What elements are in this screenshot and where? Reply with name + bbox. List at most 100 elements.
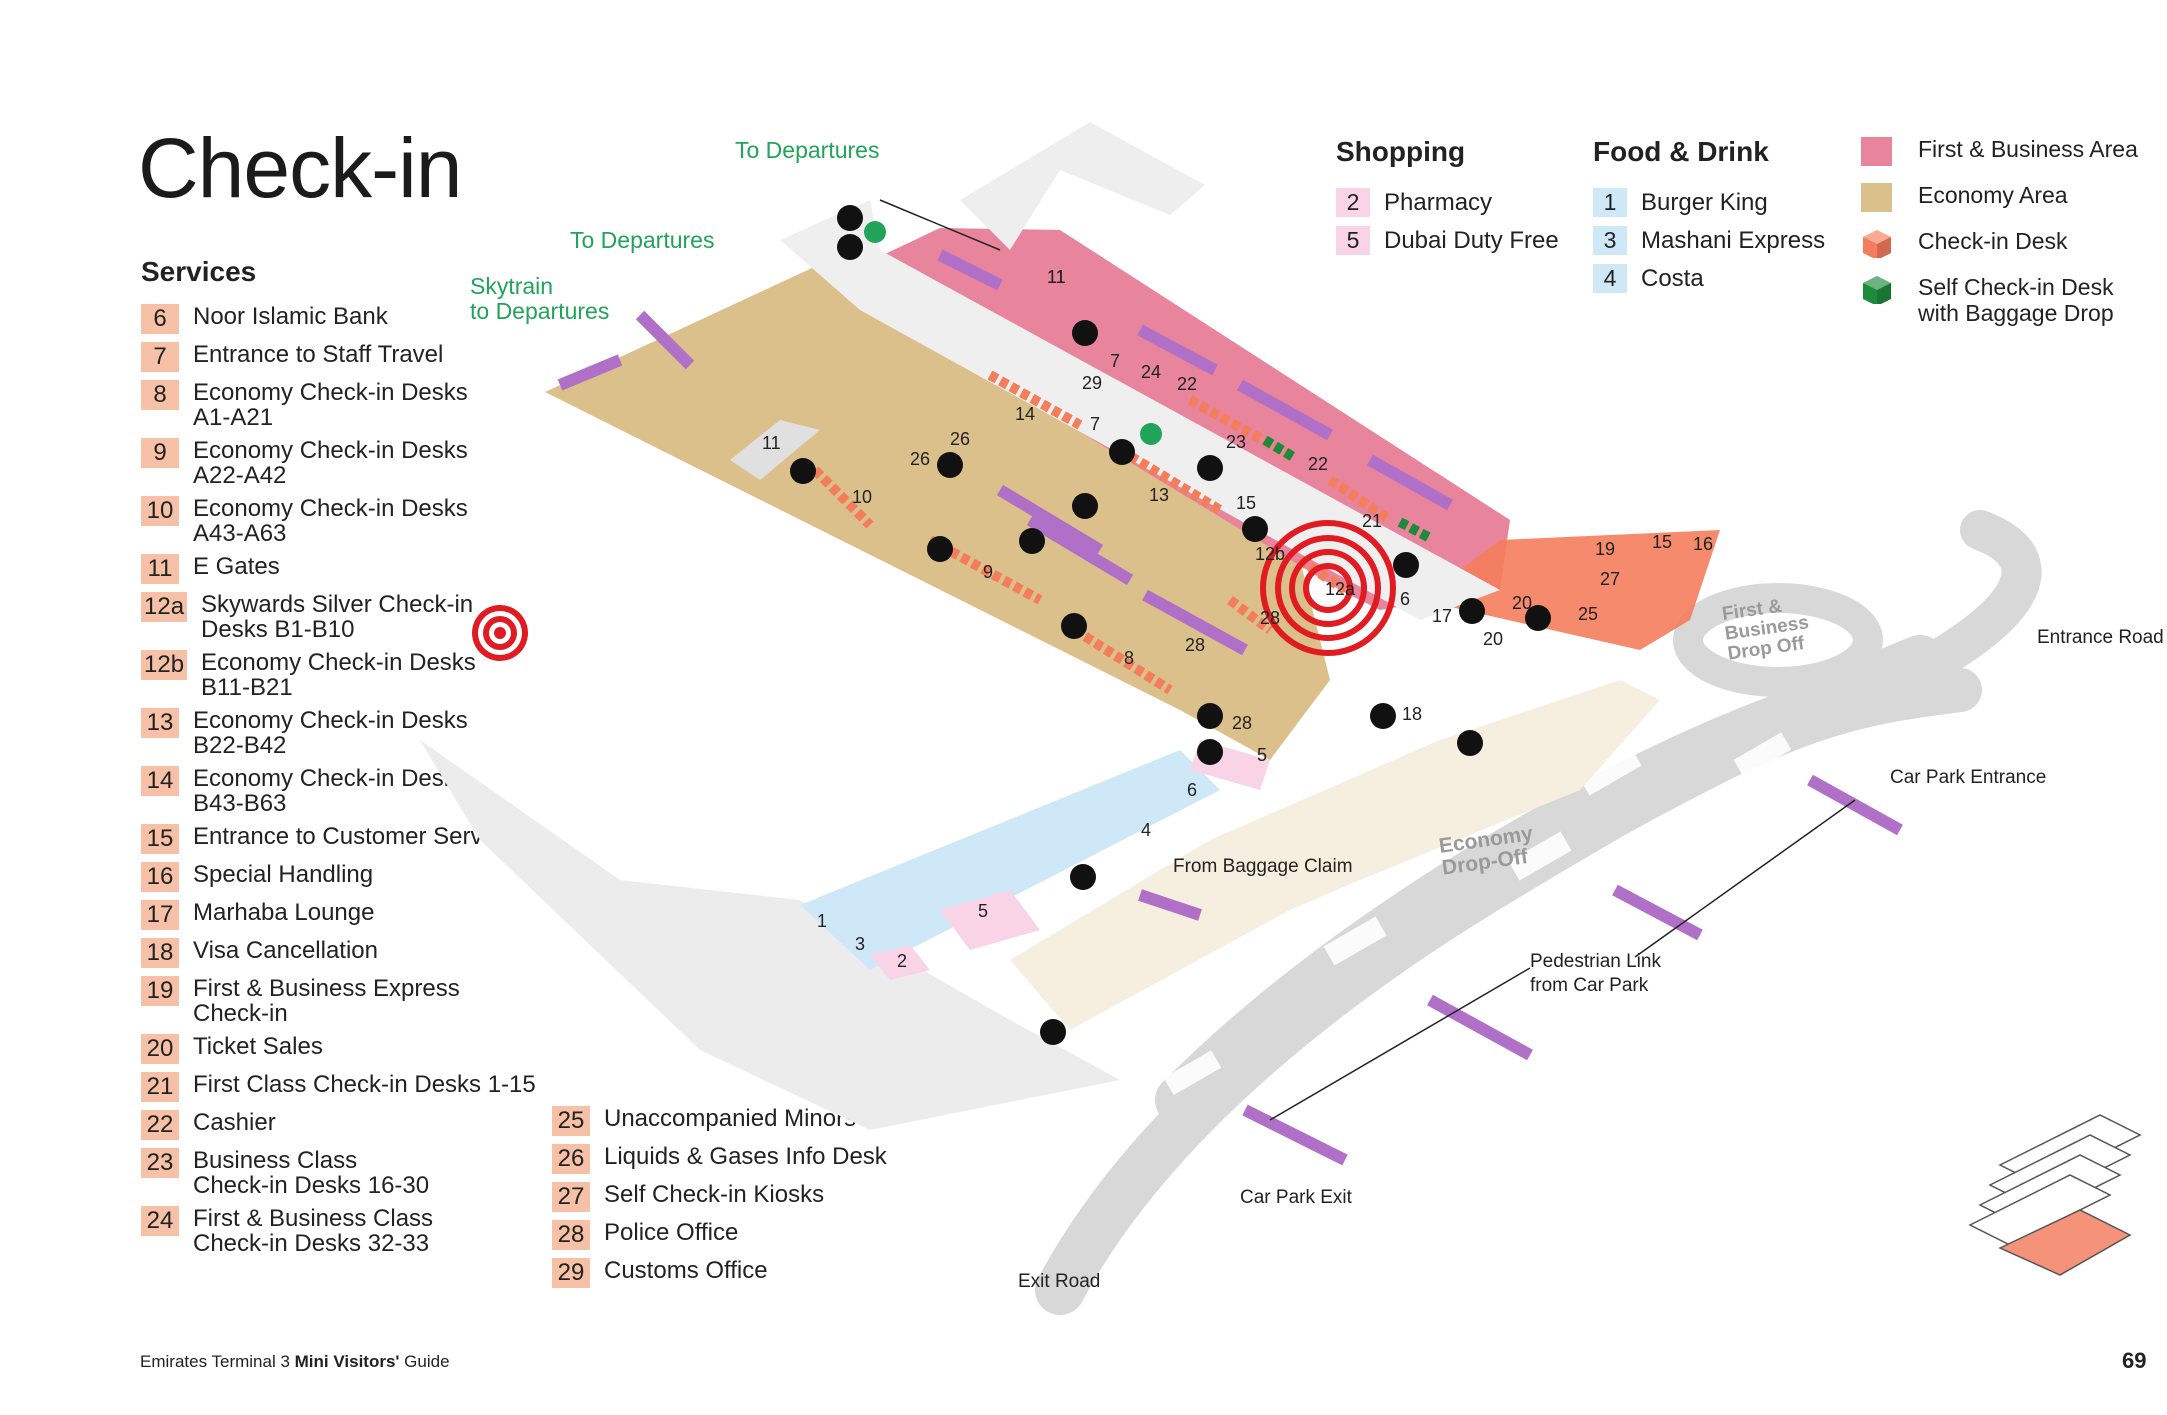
service-number: 11 xyxy=(141,554,179,584)
service-label: Cashier xyxy=(193,1109,276,1136)
map-location-number: 17 xyxy=(1432,606,1452,626)
entrance-road-label: Entrance Road xyxy=(2037,627,2164,648)
service-label: Police Office xyxy=(604,1219,739,1246)
map-location-number: 14 xyxy=(1015,404,1035,424)
service-number: 18 xyxy=(141,938,179,968)
map-location-number: 20 xyxy=(1512,593,1532,613)
map-location-number: 5 xyxy=(1257,745,1267,765)
service-item: 16 Special Handling xyxy=(141,862,561,892)
fb-drop-text: First &BusinessDrop Off xyxy=(1721,592,1813,664)
green-icons xyxy=(864,221,1162,445)
map-location-number: 9 xyxy=(983,562,993,582)
footer-text-end: Guide xyxy=(399,1352,450,1371)
service-number: 17 xyxy=(141,900,179,930)
service-number: 7 xyxy=(141,342,179,372)
service-number: 21 xyxy=(141,1072,179,1102)
you-are-here-target-icon xyxy=(1260,520,1396,656)
service-number: 8 xyxy=(141,380,179,410)
map-location-number: 12a xyxy=(1325,579,1356,599)
service-number: 16 xyxy=(141,862,179,892)
footer-bold: Mini Visitors' xyxy=(294,1352,400,1371)
car-park-exit-label: Car Park Exit xyxy=(1240,1187,1353,1208)
checkin-desk-rows xyxy=(811,370,1393,695)
first-business-dropoff-label: First &BusinessDrop Off xyxy=(1721,592,1813,665)
service-number: 19 xyxy=(141,976,179,1006)
area-legend-label: First & Business Area xyxy=(1918,136,2138,162)
service-label: Unaccompanied Minors xyxy=(604,1105,857,1132)
first-business-area xyxy=(830,228,1510,610)
service-number: 25 xyxy=(552,1106,590,1136)
service-number: 27 xyxy=(552,1182,590,1212)
service-number: 23 xyxy=(141,1148,179,1178)
map-location-number: 22 xyxy=(1308,454,1328,474)
service-label: Entrance to Staff Travel xyxy=(193,341,444,368)
service-number: 14 xyxy=(141,766,179,796)
service-label: Customs Office xyxy=(604,1257,768,1284)
legend-number: 5 xyxy=(1336,226,1370,255)
map-location-number: 19 xyxy=(1595,539,1615,559)
map-location-number: 15 xyxy=(1236,493,1256,513)
economy-dropoff-label: EconomyDrop-Off xyxy=(1437,822,1534,880)
map-location-number: 28 xyxy=(1185,635,1205,655)
roads xyxy=(1035,510,2042,1315)
service-label: Special Handling xyxy=(193,861,374,888)
service-label: Entrance to Customer Service xyxy=(193,823,514,850)
area-legend-item: Check-in Desk xyxy=(1860,228,2138,258)
service-number: 28 xyxy=(552,1220,590,1250)
food-court-zone xyxy=(800,750,1220,970)
legend-item: 1 Burger King xyxy=(1593,188,1825,217)
service-number: 9 xyxy=(141,438,179,468)
counters xyxy=(557,249,1903,1166)
service-number: 20 xyxy=(141,1034,179,1064)
leader-lines xyxy=(879,199,1856,1121)
map-location-number: 12b xyxy=(1255,544,1285,564)
exit-road-label: Exit Road xyxy=(1018,1271,1100,1292)
map-location-number: 11 xyxy=(1047,267,1066,287)
to-departures-label: To Departures xyxy=(735,137,879,163)
area-legend-item: Economy Area xyxy=(1860,182,2138,212)
map-location-number: 4 xyxy=(1141,820,1151,840)
map-location-number: 26 xyxy=(950,429,970,449)
legend-number: 4 xyxy=(1593,264,1627,293)
first-business-express xyxy=(1420,530,1720,650)
service-number: 12a xyxy=(141,592,188,622)
orange-cube-icon xyxy=(1863,230,1891,258)
map-location-number: 13 xyxy=(1149,485,1169,505)
map-location-number: 11 xyxy=(1047,267,1066,287)
legend-label: Burger King xyxy=(1641,188,1768,216)
map-location-number: 18 xyxy=(1402,704,1422,724)
map-location-number: 28 xyxy=(1232,713,1252,733)
map-location-number: 23 xyxy=(1226,432,1246,452)
service-label: Self Check-in Kiosks xyxy=(604,1181,825,1208)
food-heading: Food & Drink xyxy=(1593,136,1769,167)
map-location-number: 28 xyxy=(1260,608,1280,628)
service-item: 20 Ticket Sales xyxy=(141,1034,561,1064)
legend-number: 1 xyxy=(1593,188,1627,217)
footer-text: Emirates Terminal 3 xyxy=(140,1352,295,1371)
legend-label: Dubai Duty Free xyxy=(1384,226,1559,254)
map-location-number: 16 xyxy=(1693,534,1713,554)
service-label: Ticket Sales xyxy=(193,1033,323,1060)
service-number: 15 xyxy=(141,824,179,854)
map-location-number: 6 xyxy=(1400,589,1410,609)
service-label: Liquids & Gases Info Desk xyxy=(604,1143,887,1170)
